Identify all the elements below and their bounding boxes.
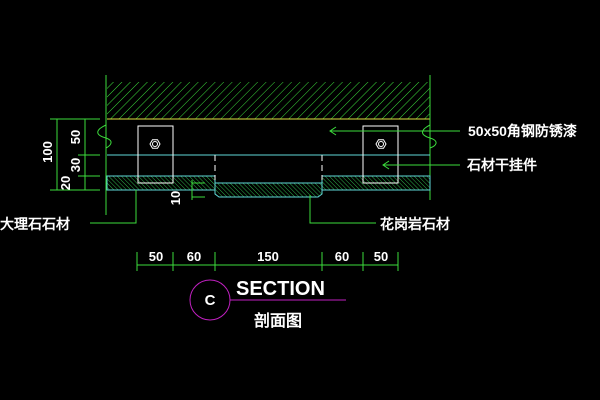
stone-hanger-left bbox=[137, 125, 174, 184]
vertical-dimensions: 100 50 30 20 10 bbox=[40, 118, 205, 205]
dim-10: 10 bbox=[168, 191, 183, 205]
label-marble: 大理石石材 bbox=[0, 216, 70, 232]
dim-h-2: 60 bbox=[187, 249, 201, 264]
bolt-icon bbox=[149, 139, 161, 149]
section-mark: C SECTION 剖面图 bbox=[189, 278, 346, 330]
dim-30: 30 bbox=[68, 158, 83, 172]
dim-20: 20 bbox=[58, 176, 73, 190]
dim-50: 50 bbox=[68, 130, 83, 144]
bolt-icon bbox=[375, 139, 387, 149]
dim-h-1: 50 bbox=[149, 249, 163, 264]
dim-h-3: 150 bbox=[257, 249, 279, 264]
label-granite: 花岗岩石材 bbox=[380, 216, 450, 232]
stone-layers bbox=[106, 154, 431, 198]
section-letter: C bbox=[205, 292, 216, 309]
label-stone-hanger: 石材干挂件 bbox=[466, 157, 537, 173]
dim-h-5: 50 bbox=[374, 249, 388, 264]
horizontal-dimensions: 50 60 150 60 50 bbox=[136, 249, 399, 271]
label-angle-steel: 50x50角钢防锈漆 bbox=[468, 123, 577, 139]
concrete-wall bbox=[97, 75, 437, 215]
stone-hanger-right bbox=[362, 125, 399, 184]
section-title: SECTION bbox=[236, 278, 325, 300]
dim-h-4: 60 bbox=[335, 249, 349, 264]
dim-100: 100 bbox=[40, 141, 55, 163]
section-subtitle: 剖面图 bbox=[254, 311, 302, 330]
leader-lines bbox=[90, 126, 460, 224]
